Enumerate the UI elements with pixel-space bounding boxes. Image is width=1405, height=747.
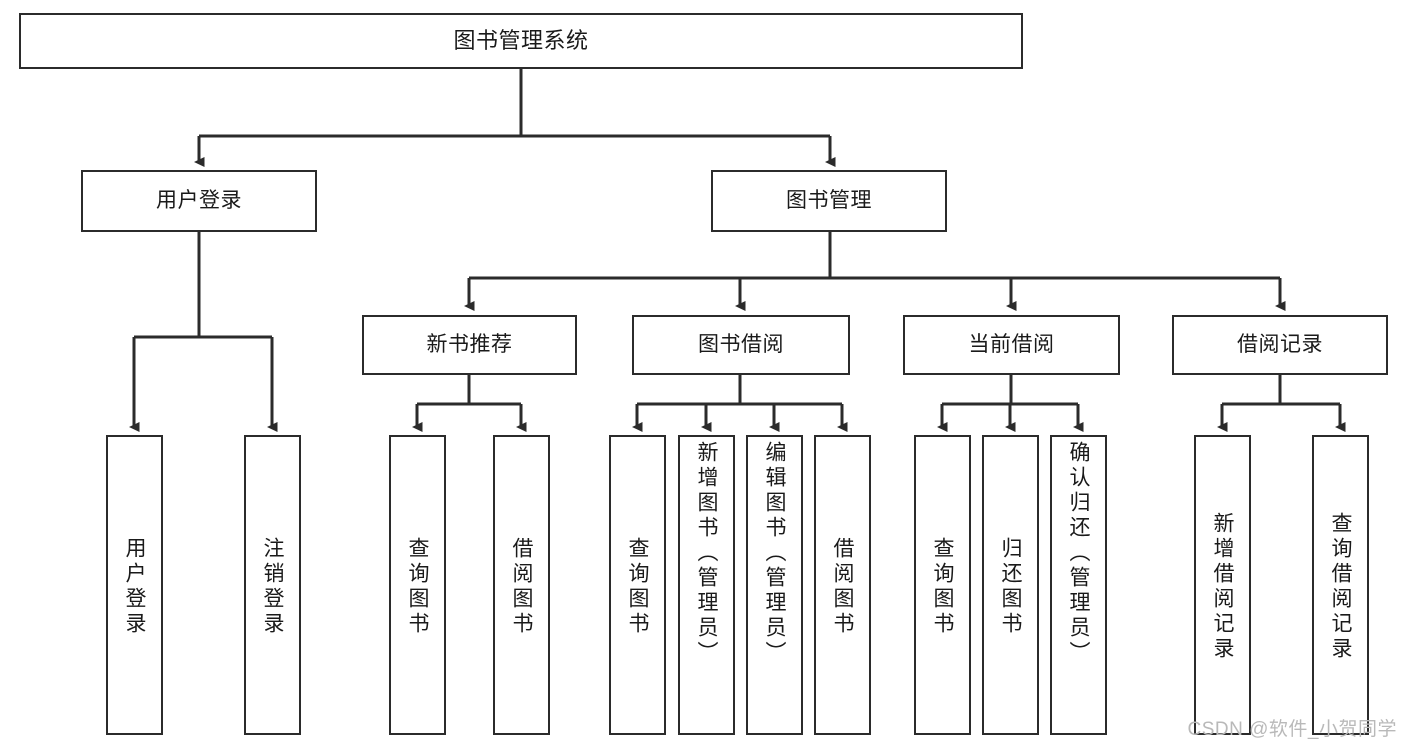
node-label: 图书管理系统 — [453, 28, 589, 54]
node-user-login[interactable]: 用户登录 — [81, 170, 317, 232]
node-root-system[interactable]: 图书管理系统 — [19, 13, 1023, 69]
node-new-book-recommend[interactable]: 新书推荐 — [362, 315, 577, 375]
node-label: 归还图书 — [999, 537, 1022, 637]
node-label: 新书推荐 — [426, 332, 513, 356]
node-book-borrow[interactable]: 图书借阅 — [632, 315, 850, 375]
node-label: 图书管理 — [786, 188, 872, 212]
leaf-query-book-3[interactable]: 查询图书 — [914, 435, 971, 735]
node-label: 确认归还（管理员） — [1067, 441, 1090, 666]
node-label: 借阅记录 — [1237, 332, 1323, 356]
leaf-query-record[interactable]: 查询借阅记录 — [1312, 435, 1369, 735]
leaf-confirm-return[interactable]: 确认归还（管理员） — [1050, 435, 1107, 735]
node-label: 查询图书 — [931, 537, 954, 637]
leaf-borrow-book-2[interactable]: 借阅图书 — [814, 435, 871, 735]
node-label: 查询图书 — [626, 537, 649, 637]
leaf-query-book-2[interactable]: 查询图书 — [609, 435, 666, 735]
node-label: 新增图书（管理员） — [695, 441, 718, 666]
leaf-user-login[interactable]: 用户登录 — [106, 435, 163, 735]
node-label: 查询借阅记录 — [1329, 512, 1352, 662]
node-current-borrow[interactable]: 当前借阅 — [903, 315, 1120, 375]
node-label: 用户登录 — [156, 188, 242, 212]
leaf-user-logout[interactable]: 注销登录 — [244, 435, 301, 735]
node-label: 当前借阅 — [968, 332, 1055, 356]
node-label: 编辑图书（管理员） — [763, 441, 786, 666]
node-label: 用户登录 — [123, 537, 146, 637]
leaf-borrow-book-1[interactable]: 借阅图书 — [493, 435, 550, 735]
leaf-edit-book[interactable]: 编辑图书（管理员） — [746, 435, 803, 735]
node-label: 图书借阅 — [698, 332, 784, 356]
node-label: 借阅图书 — [831, 537, 854, 637]
node-borrow-record[interactable]: 借阅记录 — [1172, 315, 1388, 375]
node-label: 借阅图书 — [510, 537, 533, 637]
node-label: 新增借阅记录 — [1211, 512, 1234, 662]
node-label: 查询图书 — [406, 537, 429, 637]
leaf-add-book[interactable]: 新增图书（管理员） — [678, 435, 735, 735]
leaf-query-book-1[interactable]: 查询图书 — [389, 435, 446, 735]
leaf-return-book[interactable]: 归还图书 — [982, 435, 1039, 735]
leaf-add-record[interactable]: 新增借阅记录 — [1194, 435, 1251, 735]
node-label: 注销登录 — [261, 537, 284, 637]
node-book-management[interactable]: 图书管理 — [711, 170, 947, 232]
